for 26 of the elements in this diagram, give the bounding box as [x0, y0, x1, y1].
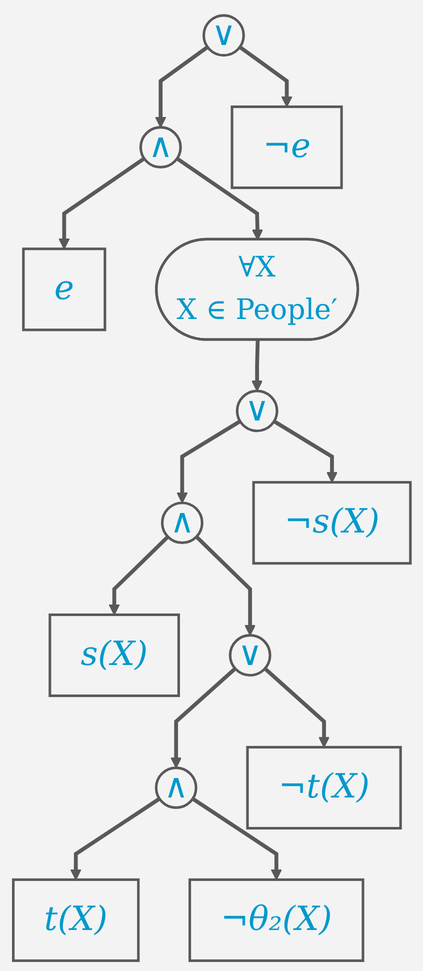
node-circle: ∨ [202, 14, 245, 57]
arrow [108, 535, 169, 616]
arrow [70, 797, 160, 880]
node-box: ¬s(X) [252, 481, 412, 565]
arrow [251, 340, 262, 392]
node-circle: ∨ [228, 634, 271, 676]
arrow [194, 535, 256, 636]
arrow [170, 667, 236, 768]
node-circle: ∧ [154, 766, 197, 809]
arrow [238, 46, 292, 108]
arrow [263, 667, 330, 748]
node-box: ¬θ₂(X) [188, 878, 364, 962]
arrow [176, 420, 241, 504]
node-box: ¬t(X) [246, 746, 402, 830]
arrow [58, 156, 145, 250]
node-circle: ∧ [139, 126, 182, 168]
arrow [176, 156, 263, 240]
arrow [154, 46, 208, 128]
node-box: ¬e [230, 105, 342, 190]
node-box: t(X) [12, 878, 140, 962]
node-circle: ∧ [160, 502, 204, 544]
arrow [191, 797, 282, 880]
arrow [272, 420, 338, 483]
node-box: e [22, 248, 106, 332]
node-circle: ∨ [236, 390, 278, 432]
node-box: s(X) [48, 613, 180, 698]
